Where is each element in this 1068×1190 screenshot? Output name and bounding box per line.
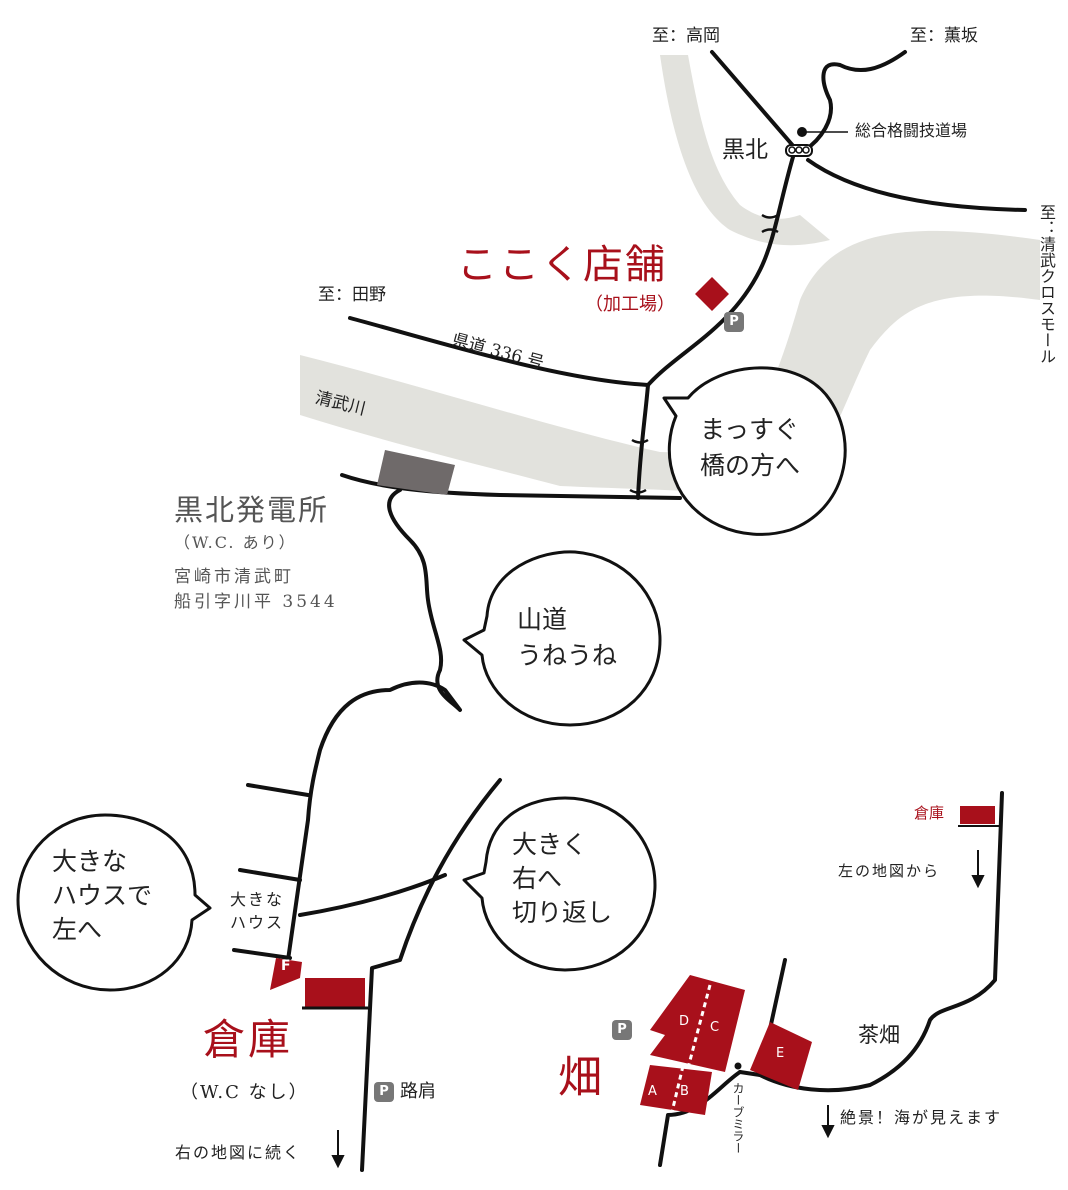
dest-kunzaka: 至：薫坂 [910,26,978,46]
road-takaoka [710,50,797,150]
dest-tano: 至：田野 [318,285,386,305]
plot-b-letter: B [680,1084,689,1099]
store-marker [695,277,729,311]
curve-mirror-label: カーブミラー [731,1082,745,1154]
river [300,230,1040,500]
curve-mirror-dot [734,1062,742,1070]
store-subtitle: （加工場） [585,294,675,315]
bubble-straight-shape [662,366,847,536]
parking-shoulder-icon: P [374,1082,394,1102]
continue-right-label: 右の地図に続く [175,1143,302,1162]
plot-e-letter: E [776,1046,785,1061]
bubble-bigright-text: 大きく 右へ 切り返し [512,830,613,927]
road-mountain [286,488,462,962]
bubble-mountain-shape [462,550,662,727]
bubble-bigright-shape [462,796,657,972]
road-side-1 [246,783,310,797]
road-shoulder-label: 路肩 [400,1081,436,1102]
plot-dc [650,975,745,1072]
road-main-north [646,148,797,387]
tea-field-label: 茶畑 [858,1023,900,1047]
address-line-2: 船引字川平 3544 [174,592,338,612]
store-name: ここく店舗 [457,242,667,288]
big-house-label: 大きな ハウス [230,890,285,933]
warehouse-name: 倉庫 [203,1015,294,1064]
road-to-cross-mall [806,158,1027,212]
road-side-3 [232,948,292,960]
address-line-1: 宮崎市清武町 [174,567,294,587]
road-right-main [738,791,1004,1093]
warehouse-building [305,978,365,1008]
plot-ab [640,1065,712,1115]
road-bridge [636,383,650,500]
road-side-2 [238,868,302,882]
warehouse-f-marker [270,958,302,990]
plot-e [750,1022,812,1090]
road-tano [348,316,650,387]
from-left-map-label: 左の地図から [838,862,941,880]
view-note-label: 絶景！海が見えます [840,1108,1003,1127]
warehouse-f-letter: F [281,958,291,974]
power-station-building [377,450,455,495]
parking-store-icon: P [724,312,744,332]
parking-field-icon: P [612,1020,632,1040]
plot-c-letter: C [710,1020,720,1035]
bubble-straight-text: まっすぐ 橋の方へ [700,415,801,481]
dest-takaoka: 至：高岡 [652,26,720,46]
bubble-bighouse-text: 大きな ハウスで 左へ [52,847,153,944]
warehouse-small-label: 倉庫 [914,804,945,822]
place-kurokita: 黒北 [722,137,768,163]
bubble-mountain-text: 山道 うねうね [517,605,618,671]
road-kunzaka [803,50,907,152]
road-big-house [298,873,447,917]
dest-cross-mall: 至：清武クロスモール [1037,204,1056,364]
plot-d-letter: D [679,1014,690,1029]
road-switchback [360,778,502,1172]
field-name: 畑 [558,1052,602,1103]
warehouse-wc: （W.C なし） [180,1082,309,1103]
power-station-name: 黒北発電所 [174,493,330,527]
warehouse-small-building [960,806,995,824]
river-upper-branch [660,55,830,246]
bubble-bighouse-shape [16,813,212,992]
plot-a-letter: A [648,1084,657,1099]
place-dojo: 総合格闘技道場 [855,121,968,140]
power-station-wc: （W.C. あり） [174,533,297,552]
